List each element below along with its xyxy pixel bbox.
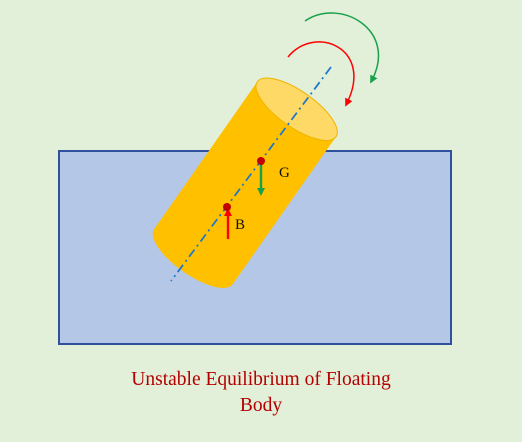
- cylinder-body: [152, 81, 336, 288]
- moment-arrow-green: [304, 12, 380, 84]
- centre-of-buoyancy-point: [223, 203, 231, 211]
- label-b: B: [235, 217, 245, 233]
- centre-of-gravity-point: [257, 157, 265, 165]
- floating-cylinder: [152, 77, 338, 288]
- cylinder-top-face: [255, 77, 338, 142]
- caption-line-1: Unstable Equilibrium of Floating: [131, 369, 391, 390]
- body-axis-line: [170, 66, 332, 282]
- label-g: G: [279, 165, 290, 181]
- diagram-caption: Unstable Equilibrium of Floating Body: [0, 367, 522, 419]
- caption-line-2: Body: [239, 395, 283, 416]
- moment-arrow-red: [287, 41, 355, 107]
